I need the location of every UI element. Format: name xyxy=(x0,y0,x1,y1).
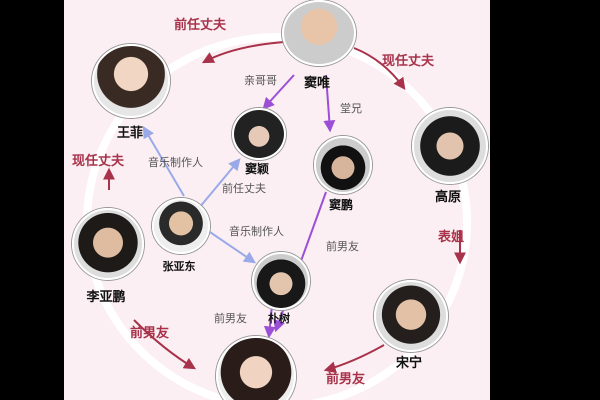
arrow-zhangyadong-wangfei xyxy=(142,125,185,197)
name-song-ning: 宋宁 xyxy=(395,356,423,371)
portrait-dou-wei xyxy=(282,0,356,66)
portrait-li-yapeng xyxy=(72,208,144,280)
name-dou-ying: 窦颖 xyxy=(244,162,270,176)
portrait-pu-shu xyxy=(252,252,310,310)
portrait-wang-fei xyxy=(92,44,170,118)
name-li-yapeng: 李亚鹏 xyxy=(86,290,126,305)
arrow-songning-bottom xyxy=(323,344,385,374)
label-ex-boyfriend-b: 前男友 xyxy=(214,312,247,325)
portrait-song-ning xyxy=(374,280,448,352)
arrow-douwei-douying xyxy=(262,74,295,110)
label-ex-boyfriend-d: 前男友 xyxy=(326,372,366,387)
label-ex-boyfriend-c: 前男友 xyxy=(130,326,170,341)
label-biological-brother: 亲哥哥 xyxy=(244,74,277,87)
arrow-douwei-doupeng xyxy=(323,74,336,133)
label-cousin-brother: 堂兄 xyxy=(340,102,362,115)
black-border-left xyxy=(0,0,64,400)
arrow-douwei-gaoyuan xyxy=(353,47,406,90)
arrow-zhangyadong-douying xyxy=(198,158,241,209)
label-cousin-sister: 表姐 xyxy=(438,230,465,245)
portrait-bottom-woman xyxy=(216,336,296,400)
name-dou-wei: 窦唯 xyxy=(303,76,331,91)
relationship-diagram: 窦唯 王菲 窦颖 窦鹏 高原 张亚东 李亚鹏 朴树 宋宁 前任丈夫 现任丈夫 亲… xyxy=(64,0,490,400)
portrait-dou-ying xyxy=(232,108,286,160)
name-zhang-yadong: 张亚东 xyxy=(162,260,196,273)
portrait-dou-peng xyxy=(314,136,372,194)
label-ex-boyfriend-a: 前男友 xyxy=(326,240,359,253)
name-wang-fei: 王菲 xyxy=(116,126,144,141)
arrow-zhangyadong-pushu xyxy=(203,227,256,264)
name-dou-peng: 窦鹏 xyxy=(328,198,354,212)
label-music-producer-a: 音乐制作人 xyxy=(148,156,203,169)
black-border-right xyxy=(490,0,600,400)
arrow-douwei-wangfei xyxy=(201,41,285,64)
label-music-producer-b: 音乐制作人 xyxy=(229,225,284,238)
portrait-zhang-yadong xyxy=(152,198,210,254)
portrait-gao-yuan xyxy=(412,108,488,184)
arrow-liyapeng-bottom xyxy=(133,319,197,370)
arrow-pushu-bottom xyxy=(263,304,276,339)
name-gao-yuan: 高原 xyxy=(434,190,462,205)
label-ex-husband-mid: 前任丈夫 xyxy=(222,182,266,195)
label-current-husband-right: 现任丈夫 xyxy=(382,54,435,69)
label-ex-husband-top: 前任丈夫 xyxy=(174,18,227,33)
name-pu-shu: 朴树 xyxy=(268,312,290,325)
label-current-husband-left: 现任丈夫 xyxy=(72,154,125,169)
